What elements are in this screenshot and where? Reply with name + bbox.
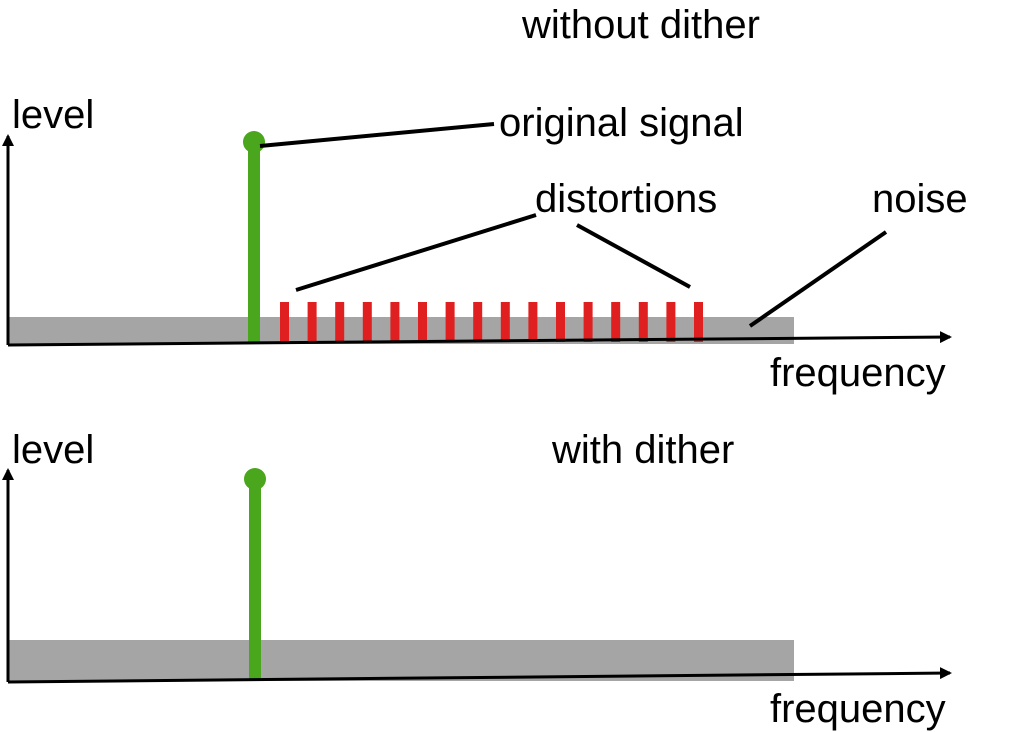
distortion-bar [583,302,593,342]
bottom-y-axis-label: level [12,428,94,472]
noise-label: noise [872,177,968,221]
top-x-axis-label: frequency [770,351,946,395]
distortion-bar [666,302,676,342]
top-panel: without dither level frequency original … [1,3,968,395]
distortion-bar [500,302,510,342]
distortion-bar [473,302,483,342]
distortion-bar [556,302,565,342]
top-y-axis-label: level [12,93,94,137]
bottom-signal-head [244,468,266,490]
distortion-bar [418,302,427,342]
distortion-bar [528,302,538,342]
distortion-bar [638,302,648,342]
top-panel-title: without dither [521,3,760,47]
distortion-bar [445,302,455,342]
top-signal-head [243,131,265,153]
original-signal-label: original signal [499,101,744,145]
distortions-leader-line-right [576,223,691,289]
bottom-noise-floor [8,640,794,681]
distortion-bar [307,302,317,342]
signal-leader-line [259,122,495,148]
top-x-axis [7,331,952,347]
distortions-label: distortions [535,177,717,221]
bottom-x-axis [7,667,952,684]
distortion-bar [335,302,345,342]
distortions-leader-line-left [295,213,537,292]
distortion-bar [280,302,289,342]
distortion-bars [280,302,703,342]
bottom-panel: with dither level frequency [1,428,952,731]
bottom-panel-title: with dither [551,428,734,472]
noise-leader-line [748,230,888,328]
distortion-bar [611,302,621,342]
distortion-bar [694,302,703,342]
distortion-bar [390,302,400,342]
bottom-x-axis-label: frequency [770,687,946,731]
distortion-bar [362,302,372,342]
